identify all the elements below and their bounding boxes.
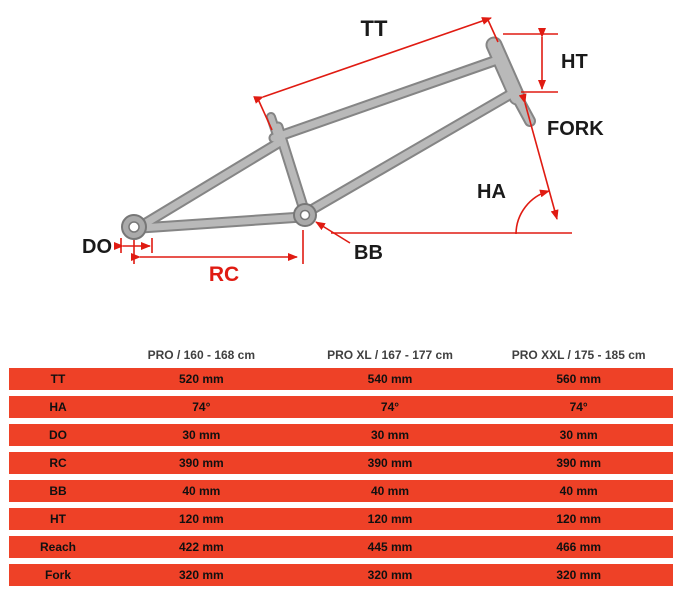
row-value: 320 mm	[556, 568, 602, 582]
table-row: Fork 320 mm 320 mm 320 mm	[9, 564, 673, 586]
row-label: HA	[49, 400, 67, 414]
table-row: BB 40 mm 40 mm 40 mm	[9, 480, 673, 502]
row-value: 390 mm	[178, 456, 224, 470]
row-label: RC	[49, 456, 67, 470]
row-value: 422 mm	[178, 540, 224, 554]
table-row: HA 74° 74° 74°	[9, 396, 673, 418]
row-value: 40 mm	[182, 484, 221, 498]
tt-label: TT	[361, 16, 388, 41]
row-value: 540 mm	[367, 372, 413, 386]
ha-angle-arc	[515, 189, 550, 235]
row-label: Fork	[44, 568, 71, 582]
row-value: 40 mm	[370, 484, 409, 498]
frame-geometry-diagram: TT HT FORK HA BB RC DO	[82, 16, 604, 286]
row-value: 320 mm	[367, 568, 413, 582]
tt-extension-right	[487, 19, 499, 43]
fork-dimension-line	[518, 93, 559, 220]
ha-label: HA	[477, 181, 506, 203]
bb-pointer-arrow	[315, 221, 351, 244]
row-label: HT	[50, 512, 66, 526]
row-value: 30 mm	[370, 428, 409, 442]
ht-label: HT	[561, 51, 588, 73]
table-row: DO 30 mm 30 mm 30 mm	[9, 424, 673, 446]
row-value: 74°	[192, 400, 211, 414]
table-row: TT 520 mm 540 mm 560 mm	[9, 368, 673, 390]
row-label: TT	[50, 372, 66, 386]
row-value: 320 mm	[178, 568, 224, 582]
row-value: 390 mm	[367, 456, 413, 470]
rc-label: RC	[209, 263, 239, 286]
tt-dimension-line	[253, 17, 492, 104]
column-header-pro-xxl: PRO XXL / 175 - 185 cm	[511, 348, 646, 362]
row-label: BB	[49, 484, 67, 498]
row-value: 445 mm	[367, 540, 413, 554]
table-row: HT 120 mm 120 mm 120 mm	[9, 508, 673, 530]
row-value: 390 mm	[556, 456, 602, 470]
row-value: 74°	[380, 400, 400, 414]
row-value: 30 mm	[559, 428, 598, 442]
row-value: 120 mm	[556, 512, 602, 526]
row-value: 120 mm	[178, 512, 224, 526]
row-value: 30 mm	[182, 428, 221, 442]
row-value: 120 mm	[367, 512, 413, 526]
bmx-frame-illustration	[121, 36, 536, 240]
row-label: Reach	[39, 540, 77, 554]
row-value: 40 mm	[559, 484, 598, 498]
row-label: DO	[49, 428, 67, 442]
tt-extension-left	[257, 98, 273, 131]
column-header-pro: PRO / 160 - 168 cm	[147, 348, 256, 362]
fork-label: FORK	[547, 118, 604, 140]
row-value: 560 mm	[556, 372, 602, 386]
table-row: Reach 422 mm 445 mm 466 mm	[9, 536, 673, 558]
do-label: DO	[82, 236, 112, 258]
table-header-row: PRO / 160 - 168 cm PRO XL / 167 - 177 cm…	[9, 342, 673, 368]
geometry-table: PRO / 160 - 168 cm PRO XL / 167 - 177 cm…	[9, 342, 673, 586]
row-value: 520 mm	[178, 372, 224, 386]
row-value: 74°	[569, 400, 588, 414]
dimension-lines	[114, 17, 572, 264]
column-header-pro-xl: PRO XL / 167 - 177 cm	[327, 348, 453, 362]
row-value: 466 mm	[556, 540, 602, 554]
table-row: RC 390 mm 390 mm 390 mm	[9, 452, 673, 474]
bb-label: BB	[354, 242, 383, 264]
